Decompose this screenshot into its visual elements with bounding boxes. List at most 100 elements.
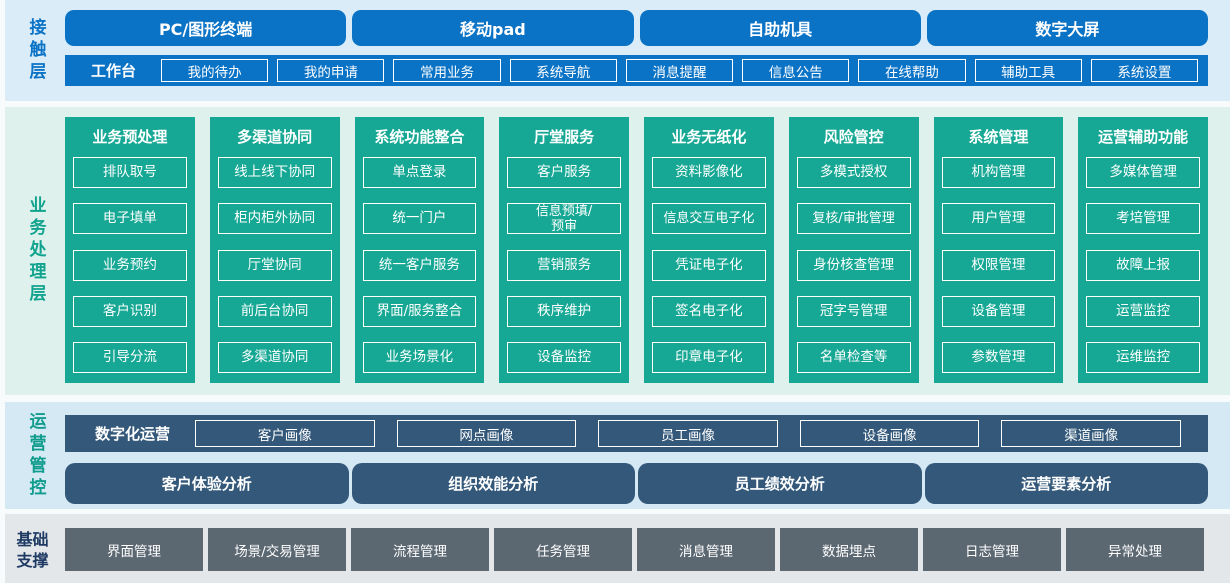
feature-box[interactable]: 前后台协同 <box>217 295 332 327</box>
profile-button-customer[interactable]: 客户画像 <box>195 420 375 447</box>
profile-button-branch[interactable]: 网点画像 <box>396 420 577 447</box>
base-button-message-management[interactable]: 消息管理 <box>637 528 775 571</box>
base-button-exception-handling[interactable]: 异常处理 <box>1066 528 1204 571</box>
feature-box[interactable]: 柜内柜外协同 <box>217 203 332 235</box>
workbench-bar: 工作台 我的待办 我的申请 常用业务 系统导航 消息提醒 信息公告 在线帮助 辅… <box>65 55 1208 86</box>
feature-box[interactable]: 引导分流 <box>73 342 187 373</box>
feature-box[interactable]: 运维监控 <box>1086 342 1200 373</box>
feature-box[interactable]: 考培管理 <box>1086 203 1200 235</box>
feature-box[interactable]: 排队取号 <box>73 157 187 188</box>
column-title: 多渠道协同 <box>237 128 313 146</box>
digital-operations-bar: 数字化运营 客户画像 网点画像 员工画像 设备画像 渠道画像 <box>65 415 1208 452</box>
feature-box[interactable]: 身份核查管理 <box>796 249 911 281</box>
feature-box[interactable]: 线上线下协同 <box>217 157 332 188</box>
business-layer-rail: 业务处理层 <box>5 107 65 395</box>
analysis-button-customer-experience[interactable]: 客户体验分析 <box>65 463 349 504</box>
base-button-data-tracking[interactable]: 数据埋点 <box>780 528 918 571</box>
feature-box[interactable]: 业务预约 <box>73 249 187 281</box>
base-button-ui-management[interactable]: 界面管理 <box>65 528 203 571</box>
workbench-item-applications[interactable]: 我的申请 <box>277 59 385 82</box>
column-multichannel-collab: 多渠道协同 线上线下协同 柜内柜外协同 厅堂协同 前后台协同 多渠道协同 <box>209 117 340 383</box>
feature-box[interactable]: 机构管理 <box>941 157 1056 188</box>
feature-box[interactable]: 印章电子化 <box>652 342 766 373</box>
feature-box[interactable]: 参数管理 <box>941 342 1056 373</box>
contact-layer-section: 接触层 PC/图形终端 移动pad 自助机具 数字大屏 工作台 我的待办 我的申… <box>5 0 1230 101</box>
feature-box[interactable]: 统一客户服务 <box>362 249 477 281</box>
feature-box[interactable]: 厅堂协同 <box>217 249 332 281</box>
feature-box[interactable]: 多渠道协同 <box>217 342 332 373</box>
feature-box[interactable]: 名单检查等 <box>796 342 911 373</box>
workbench-item-online-help[interactable]: 在线帮助 <box>858 59 966 82</box>
digital-operations-label: 数字化运营 <box>95 425 171 443</box>
analysis-button-employee-performance[interactable]: 员工绩效分析 <box>638 463 922 504</box>
feature-box[interactable]: 客户识别 <box>73 295 187 327</box>
workbench-item-system-settings[interactable]: 系统设置 <box>1090 59 1198 82</box>
contact-layer-content: PC/图形终端 移动pad 自助机具 数字大屏 工作台 我的待办 我的申请 常用… <box>65 0 1230 101</box>
column-title: 厅堂服务 <box>534 128 595 146</box>
column-title: 系统功能整合 <box>374 128 465 146</box>
feature-box[interactable]: 多媒体管理 <box>1086 157 1200 188</box>
feature-box[interactable]: 设备管理 <box>941 295 1056 327</box>
analysis-button-ops-elements[interactable]: 运营要素分析 <box>924 463 1208 504</box>
column-title: 业务无纸化 <box>671 128 747 146</box>
workbench-item-common-business[interactable]: 常用业务 <box>393 59 501 82</box>
terminal-button-selfservice[interactable]: 自助机具 <box>639 10 921 46</box>
base-layer-label: 基础支撑 <box>16 529 49 570</box>
feature-box[interactable]: 统一门户 <box>362 203 477 235</box>
feature-box[interactable]: 签名电子化 <box>652 295 766 327</box>
feature-box[interactable]: 界面/服务整合 <box>362 295 477 327</box>
workbench-item-todo[interactable]: 我的待办 <box>161 59 269 82</box>
base-layer-section: 基础支撑 界面管理 场景/交易管理 流程管理 任务管理 消息管理 数据埋点 日志… <box>5 514 1230 583</box>
column-risk-control: 风险管控 多模式授权 复核/审批管理 身份核查管理 冠字号管理 名单检查等 <box>788 117 919 383</box>
workbench-label: 工作台 <box>91 62 137 80</box>
base-button-process-management[interactable]: 流程管理 <box>351 528 489 571</box>
base-layer-rail: 基础支撑 <box>5 514 65 583</box>
terminal-button-pad[interactable]: 移动pad <box>352 10 634 46</box>
feature-box[interactable]: 信息交互电子化 <box>652 203 766 235</box>
workbench-item-system-nav[interactable]: 系统导航 <box>509 59 617 82</box>
feature-box[interactable]: 设备监控 <box>507 342 621 373</box>
feature-box[interactable]: 电子填单 <box>73 203 187 235</box>
base-layer-content: 界面管理 场景/交易管理 流程管理 任务管理 消息管理 数据埋点 日志管理 异常… <box>65 514 1230 583</box>
base-button-task-management[interactable]: 任务管理 <box>494 528 632 571</box>
feature-box[interactable]: 故障上报 <box>1086 249 1200 281</box>
feature-box[interactable]: 单点登录 <box>362 157 477 188</box>
feature-box[interactable]: 资料影像化 <box>652 157 766 188</box>
ops-layer-label: 运营管控 <box>25 411 46 500</box>
feature-box[interactable]: 业务场景化 <box>362 342 477 373</box>
column-paperless-business: 业务无纸化 资料影像化 信息交互电子化 凭证电子化 签名电子化 印章电子化 <box>644 117 774 383</box>
profile-button-employee[interactable]: 员工画像 <box>598 420 778 447</box>
workbench-item-aux-tools[interactable]: 辅助工具 <box>974 59 1082 82</box>
column-hall-service: 厅堂服务 客户服务 信息预填/ 预审 营销服务 秩序维护 设备监控 <box>499 117 629 383</box>
analysis-row: 客户体验分析 组织效能分析 员工绩效分析 运营要素分析 <box>65 463 1208 504</box>
profile-button-device[interactable]: 设备画像 <box>799 420 980 447</box>
feature-box[interactable]: 复核/审批管理 <box>796 203 911 235</box>
workbench-item-message-alerts[interactable]: 消息提醒 <box>625 59 734 82</box>
feature-box[interactable]: 运营监控 <box>1086 295 1200 327</box>
base-button-scene-transaction[interactable]: 场景/交易管理 <box>208 528 346 571</box>
column-system-integration: 系统功能整合 单点登录 统一门户 统一客户服务 界面/服务整合 业务场景化 <box>354 117 485 383</box>
feature-box[interactable]: 用户管理 <box>941 203 1056 235</box>
analysis-button-org-efficiency[interactable]: 组织效能分析 <box>351 463 635 504</box>
terminal-button-pc[interactable]: PC/图形终端 <box>65 10 347 46</box>
column-title: 业务预处理 <box>92 128 168 146</box>
feature-box[interactable]: 客户服务 <box>507 157 621 188</box>
business-columns: 业务预处理 排队取号 电子填单 业务预约 客户识别 引导分流 多渠道协同 线上线… <box>65 107 1230 395</box>
feature-box[interactable]: 秩序维护 <box>507 295 621 327</box>
business-layer-section: 业务处理层 业务预处理 排队取号 电子填单 业务预约 客户识别 引导分流 多渠道… <box>5 107 1230 395</box>
workbench-item-announcements[interactable]: 信息公告 <box>742 59 850 82</box>
terminal-button-bigscreen[interactable]: 数字大屏 <box>926 10 1208 46</box>
feature-box[interactable]: 信息预填/ 预审 <box>507 203 621 235</box>
ops-layer-section: 运营管控 数字化运营 客户画像 网点画像 员工画像 设备画像 渠道画像 客户体验… <box>5 402 1230 509</box>
feature-box[interactable]: 多模式授权 <box>796 157 911 188</box>
feature-box[interactable]: 凭证电子化 <box>652 249 766 281</box>
contact-layer-label: 接触层 <box>25 17 46 84</box>
base-button-log-management[interactable]: 日志管理 <box>923 528 1061 571</box>
feature-box[interactable]: 营销服务 <box>507 249 621 281</box>
profile-button-channel[interactable]: 渠道画像 <box>1001 420 1181 447</box>
feature-box[interactable]: 冠字号管理 <box>796 295 911 327</box>
business-layer-label: 业务处理层 <box>25 196 46 306</box>
feature-box[interactable]: 权限管理 <box>941 249 1056 281</box>
column-ops-auxiliary: 运营辅助功能 多媒体管理 考培管理 故障上报 运营监控 运维监控 <box>1078 117 1208 383</box>
